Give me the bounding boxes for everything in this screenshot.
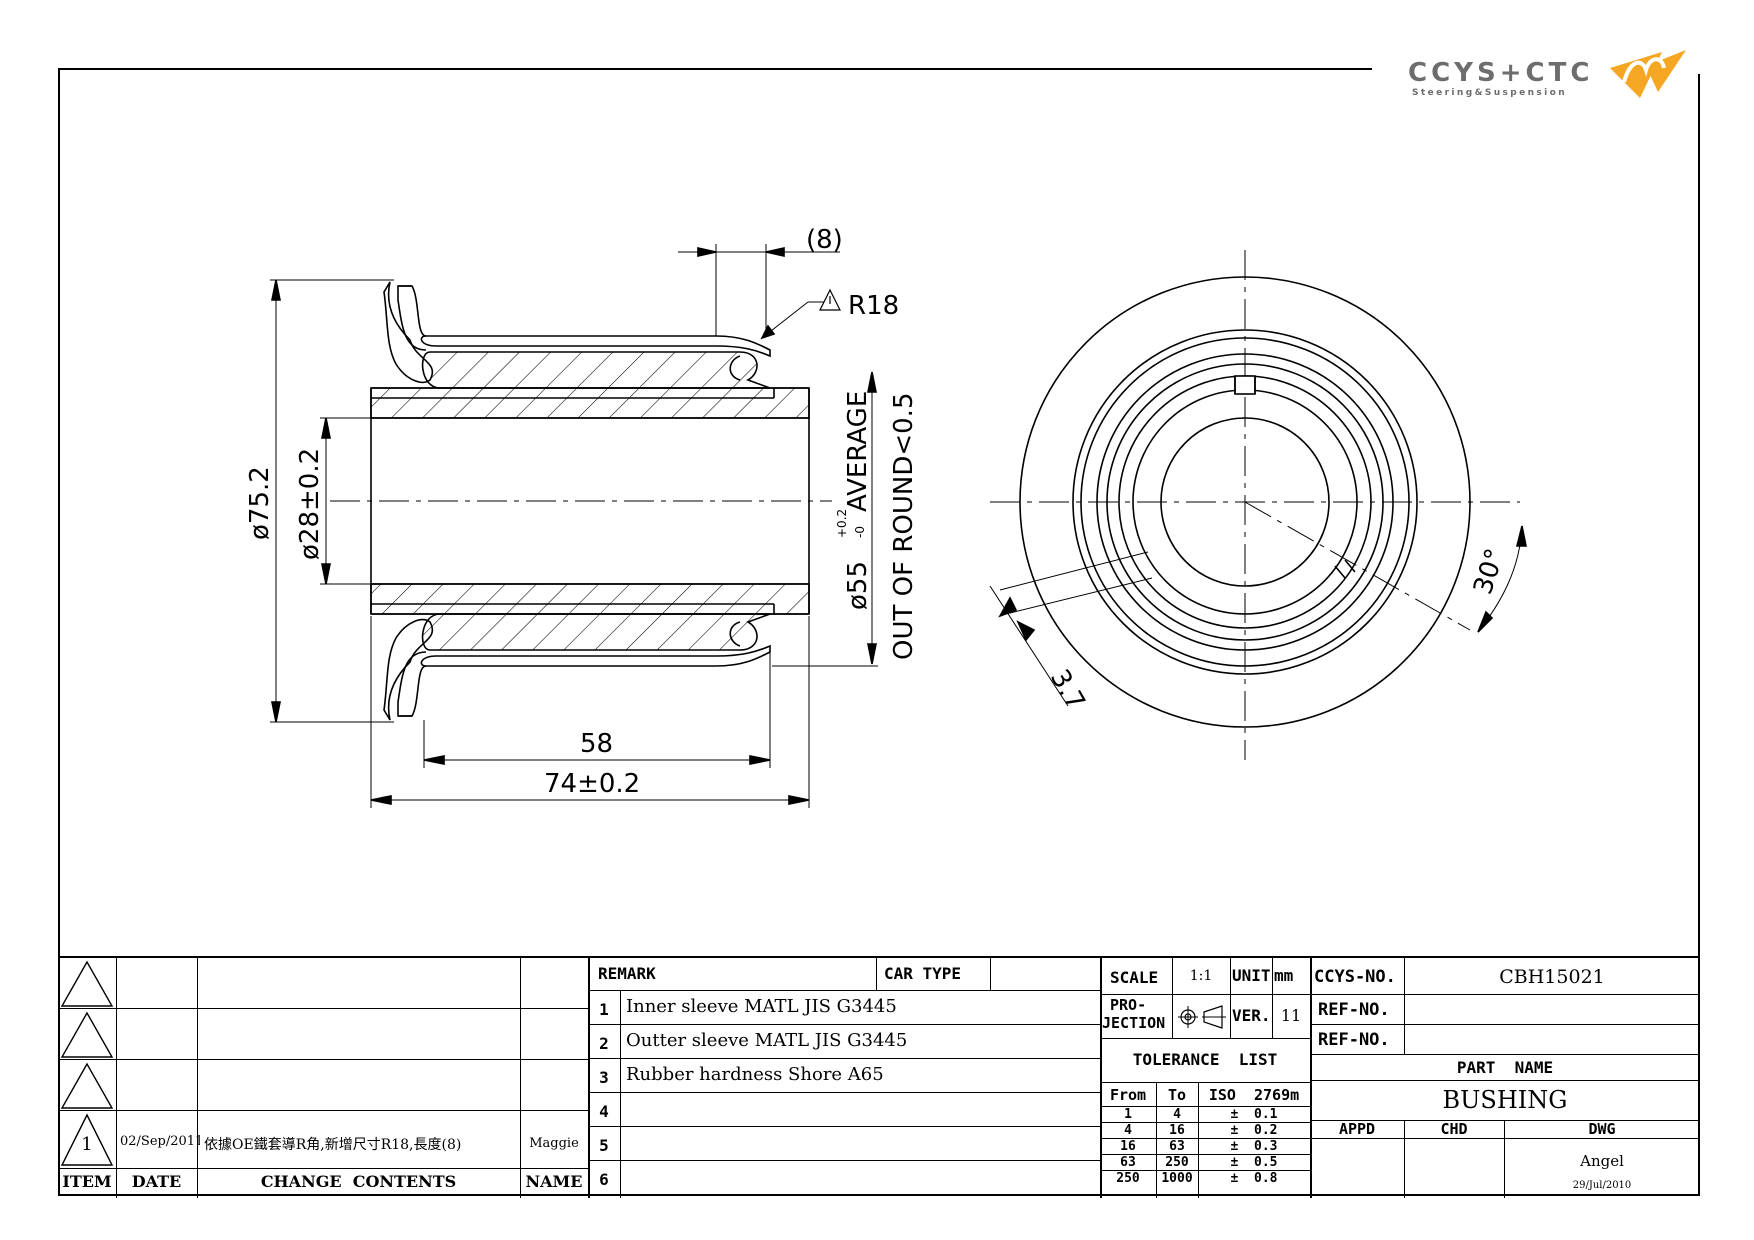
- dim-gap: (8): [806, 225, 843, 255]
- ref-no-label-2: REF-NO.: [1318, 1030, 1390, 1050]
- technical-drawing: ø75.2 ø28±0.2 ø55 +0.2 -0 AVERAGE OUT OF…: [245, 225, 1527, 808]
- header-date: DATE: [131, 1172, 182, 1191]
- unit-value: mm: [1274, 966, 1294, 985]
- projection-label-1: PRO-: [1110, 996, 1147, 1014]
- logo-brand: CCYS+CTC: [1408, 58, 1594, 88]
- revision-triangle-icon: [60, 1011, 114, 1058]
- revision-date: 02/Sep/2011: [120, 1134, 200, 1149]
- remark-row-5-no: 5: [599, 1136, 609, 1155]
- header-contents: CHANGE CONTENTS: [260, 1172, 457, 1191]
- tol-row-4-iso: ± 0.5: [1230, 1155, 1278, 1170]
- header-item: ITEM: [62, 1172, 112, 1191]
- remark-row-1-no: 1: [599, 1000, 609, 1019]
- tol-row-4-from: 63: [1120, 1155, 1136, 1170]
- dim-length-74: 74±0.2: [544, 769, 640, 799]
- revision-triangle-icon: [60, 960, 114, 1007]
- tol-row-1-iso: ± 0.1: [1230, 1107, 1278, 1122]
- revision-triangle-icon: [60, 1113, 114, 1166]
- dim-sleeve-diameter: ø55: [843, 561, 873, 610]
- dwg-value: Angel: [1580, 1152, 1624, 1170]
- revision-item: 1: [81, 1134, 93, 1155]
- tol-row-3-from: 16: [1120, 1139, 1136, 1154]
- appd-label: APPD: [1338, 1120, 1376, 1138]
- logo-tagline: Steering&Suspension: [1412, 88, 1568, 98]
- dim-tol-lower: -0: [853, 526, 867, 538]
- remark-row-2-text: Outter sleeve MATL JIS G3445: [626, 1030, 908, 1051]
- ccys-no-label: CCYS-NO.: [1314, 967, 1396, 987]
- dim-average: AVERAGE: [843, 391, 873, 512]
- tol-header-to: To: [1167, 1086, 1187, 1104]
- side-section-view: [270, 244, 878, 808]
- tol-row-4-to: 250: [1165, 1155, 1189, 1170]
- tol-row-1-to: 4: [1173, 1107, 1181, 1122]
- tol-row-5-from: 250: [1116, 1171, 1140, 1186]
- remark-row-4-no: 4: [599, 1102, 609, 1121]
- revision-triangles: [60, 960, 114, 1166]
- projection-symbol-icon: [1178, 1005, 1226, 1029]
- tol-row-3-to: 63: [1169, 1139, 1185, 1154]
- header-name: NAME: [525, 1172, 583, 1191]
- tol-row-5-iso: ± 0.8: [1230, 1171, 1278, 1186]
- dim-width: 3.7: [1044, 665, 1091, 716]
- car-type-label: CAR TYPE: [884, 964, 962, 983]
- front-view: [989, 250, 1527, 760]
- revision-triangle-icon: [60, 1062, 114, 1109]
- scale-value: 1:1: [1189, 968, 1213, 984]
- company-logo: CCYS+CTC Steering&Suspension: [1404, 48, 1704, 104]
- dim-out-of-round: OUT OF ROUND<0.5: [889, 393, 919, 661]
- unit-label: UNIT: [1232, 966, 1271, 985]
- part-name-value: BUSHING: [1442, 1086, 1568, 1114]
- title-block: 1 02/Sep/2011 依據OE鐵套導R角,新增尺寸R18,長度(8) Ma…: [58, 956, 1700, 1198]
- ver-value: 11: [1280, 1006, 1302, 1025]
- remark-header: REMARK: [598, 964, 656, 983]
- dwg-date: 29/Jul/2010: [1572, 1180, 1632, 1191]
- dim-outer-diameter: ø75.2: [245, 466, 275, 540]
- tol-row-2-from: 4: [1124, 1123, 1132, 1138]
- drawing-frame: [58, 68, 1700, 1196]
- tolerance-title: TOLERANCE LIST: [1132, 1050, 1278, 1069]
- revision-name: Maggie: [529, 1136, 579, 1151]
- logo-swoosh-icon: [1610, 50, 1686, 98]
- remark-row-6-no: 6: [599, 1170, 609, 1189]
- dim-length-58: 58: [580, 729, 613, 759]
- tol-row-3-iso: ± 0.3: [1230, 1139, 1278, 1154]
- ver-label: VER.: [1232, 1006, 1271, 1025]
- remark-row-3-text: Rubber hardness Shore A65: [626, 1064, 884, 1085]
- tol-row-2-to: 16: [1169, 1123, 1185, 1138]
- dim-radius: R18: [848, 291, 899, 321]
- remark-row-2-no: 2: [599, 1034, 609, 1053]
- tol-header-from: From: [1109, 1086, 1147, 1104]
- dim-inner-diameter: ø28±0.2: [295, 448, 325, 560]
- revision-content: 依據OE鐵套導R角,新增尺寸R18,長度(8): [204, 1137, 462, 1153]
- dwg-label: DWG: [1588, 1120, 1616, 1138]
- chd-label: CHD: [1440, 1120, 1468, 1138]
- scale-label: SCALE: [1110, 968, 1159, 987]
- ref-no-label-1: REF-NO.: [1318, 1000, 1390, 1020]
- tol-row-5-to: 1000: [1161, 1171, 1193, 1186]
- remark-row-3-no: 3: [599, 1068, 609, 1087]
- tol-row-2-iso: ± 0.2: [1230, 1123, 1278, 1138]
- tol-header-iso: ISO 2769m: [1208, 1086, 1300, 1104]
- dim-tol-upper: +0.2: [835, 509, 849, 538]
- remark-row-1-text: Inner sleeve MATL JIS G3445: [626, 996, 897, 1017]
- tol-row-1-from: 1: [1124, 1107, 1132, 1122]
- part-name-label: PART NAME: [1456, 1058, 1554, 1077]
- ccys-no-value: CBH15021: [1499, 966, 1605, 988]
- projection-label-2: JECTION: [1102, 1014, 1166, 1032]
